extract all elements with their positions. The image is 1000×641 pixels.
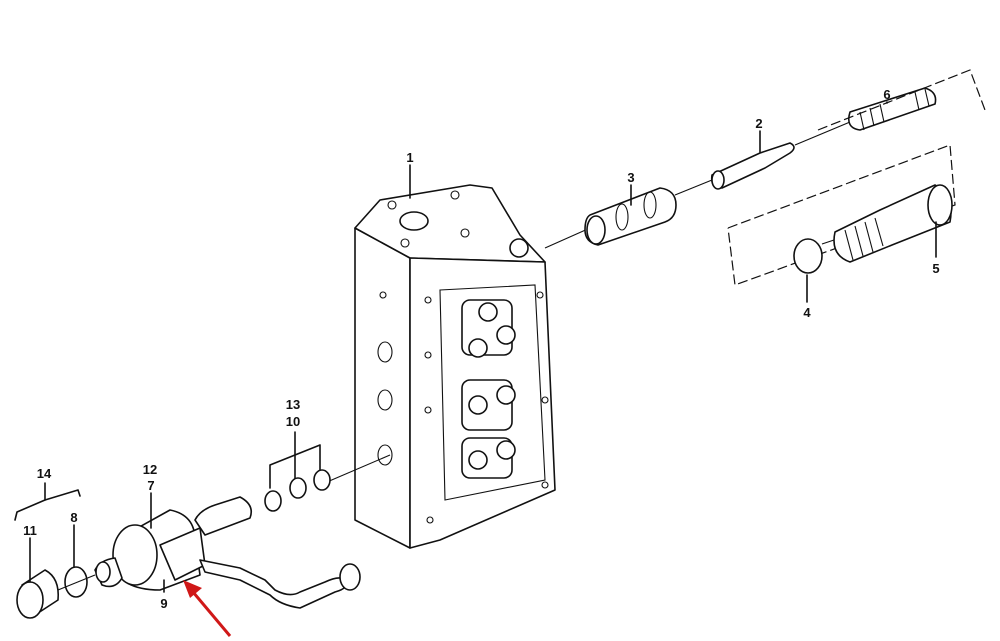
callout-12: 12 bbox=[143, 462, 157, 477]
callout-2: 2 bbox=[755, 116, 762, 131]
callout-14: 14 bbox=[37, 466, 52, 481]
cap-part-11 bbox=[16, 569, 60, 619]
o-ring-part-8 bbox=[64, 566, 88, 598]
plug-part-5 bbox=[833, 184, 953, 263]
o-ring-part-4 bbox=[793, 238, 823, 274]
callout-1: 1 bbox=[406, 150, 413, 165]
callout-8: 8 bbox=[70, 510, 77, 525]
callout-7: 7 bbox=[147, 478, 154, 493]
callout-10: 10 bbox=[286, 414, 300, 429]
callout-3: 3 bbox=[627, 170, 634, 185]
callout-4: 4 bbox=[803, 305, 811, 320]
callout-6: 6 bbox=[883, 87, 890, 102]
callout-11: 11 bbox=[23, 523, 37, 538]
spool-part-3 bbox=[584, 187, 677, 246]
highlight-arrow bbox=[183, 580, 232, 637]
pin-part-2 bbox=[710, 142, 795, 190]
o-rings-part-10-13 bbox=[264, 431, 331, 512]
leader-lines bbox=[29, 101, 937, 593]
spring-part-6 bbox=[727, 69, 986, 286]
callout-13: 13 bbox=[286, 397, 300, 412]
bolt-group bbox=[461, 299, 516, 479]
callout-5: 5 bbox=[932, 261, 939, 276]
callout-labels: 1 2 3 4 5 6 7 8 9 10 11 12 13 14 bbox=[23, 87, 939, 611]
valve-block bbox=[354, 184, 556, 549]
solenoid-part-7 bbox=[94, 496, 361, 609]
callout-9: 9 bbox=[160, 596, 167, 611]
